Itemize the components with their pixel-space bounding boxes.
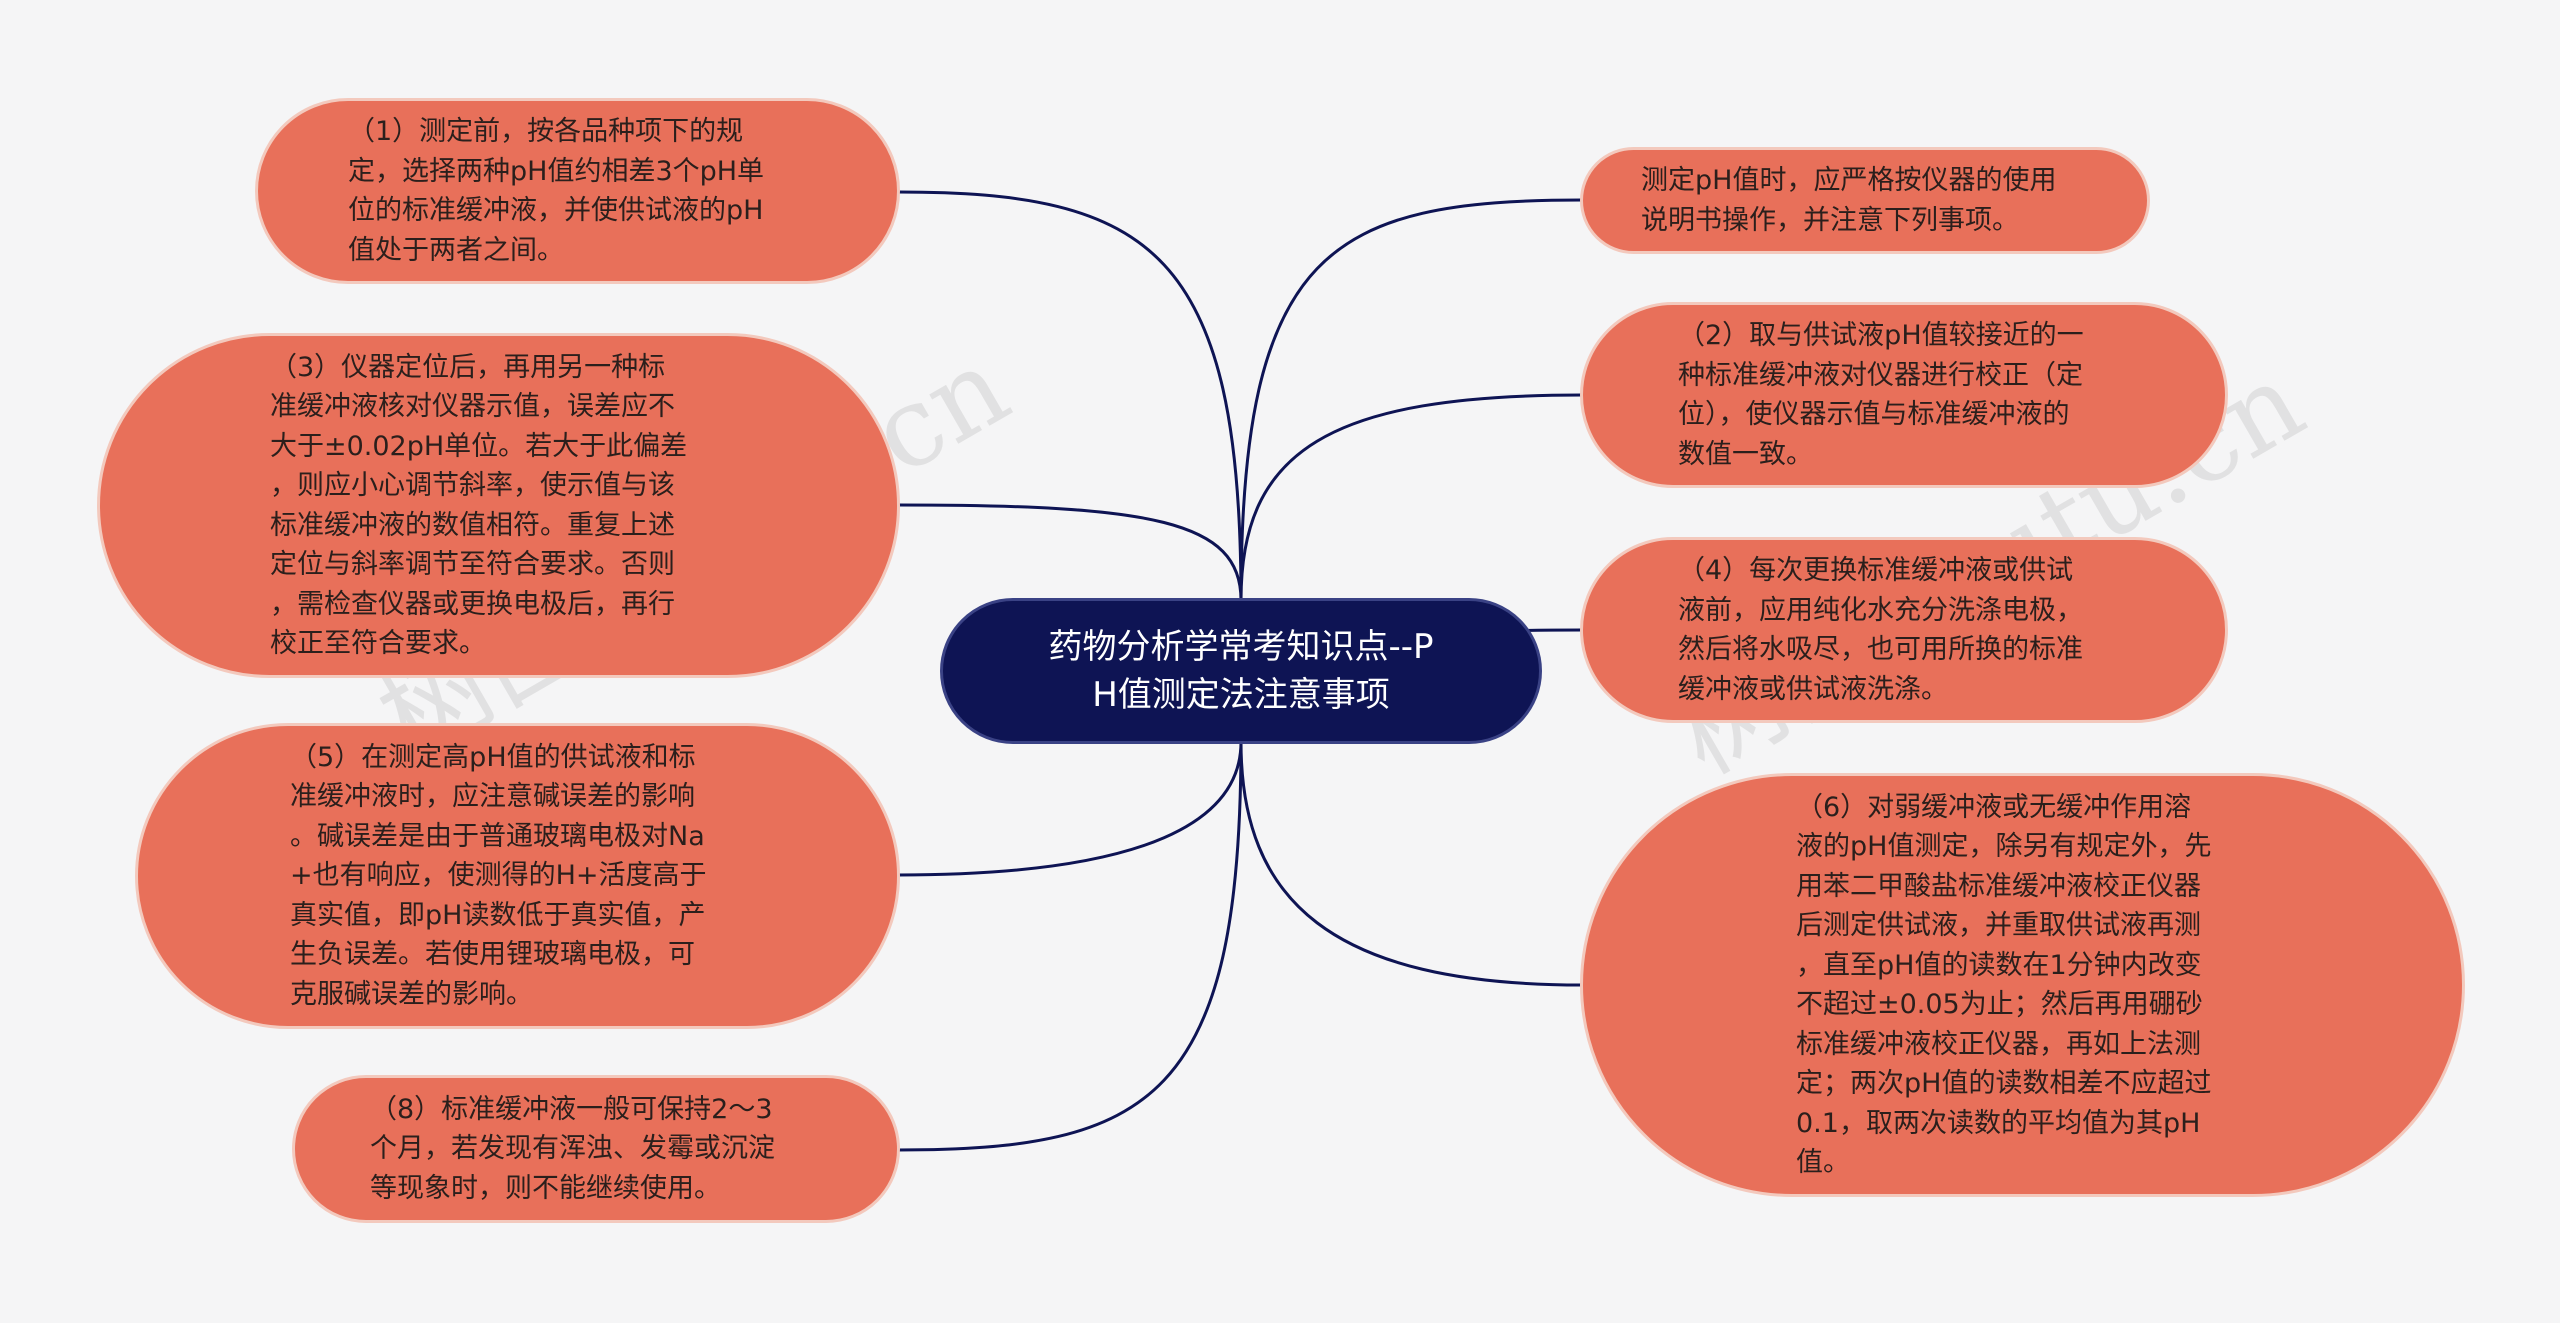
- topic-node-2-text: （2）取与供试液pH值较接近的一 种标准缓冲液对仪器进行校正（定 位），使仪器示…: [1678, 320, 2084, 470]
- link-n2: [1239, 393, 1583, 601]
- topic-node-8-text: （8）标准缓冲液一般可保持2～3 个月，若发现有浑浊、发霉或沉淀 等现象时，则不…: [370, 1093, 775, 1204]
- topic-node-2[interactable]: （2）取与供试液pH值较接近的一 种标准缓冲液对仪器进行校正（定 位），使仪器示…: [1580, 302, 2228, 488]
- topic-node-3-text: （3）仪器定位后，再用另一种标 准缓冲液核对仪器示值，误差应不 大于±0.02p…: [270, 351, 688, 660]
- central-topic[interactable]: 药物分析学常考知识点--P H值测定法注意事项: [940, 598, 1542, 744]
- link-n5: [897, 741, 1243, 877]
- topic-node-4-text: （4）每次更换标准缓冲液或供试 液前，应用纯化水充分洗涤电极， 然后将水吸尽，也…: [1678, 555, 2083, 705]
- link-n1: [897, 190, 1243, 601]
- link-n8: [897, 741, 1243, 1152]
- topic-node-1-text: （1）测定前，按各品种项下的规 定，选择两种pH值约相差3个pH单 位的标准缓冲…: [348, 116, 765, 266]
- topic-node-4[interactable]: （4）每次更换标准缓冲液或供试 液前，应用纯化水充分洗涤电极， 然后将水吸尽，也…: [1580, 537, 2228, 723]
- topic-node-3[interactable]: （3）仪器定位后，再用另一种标 准缓冲液核对仪器示值，误差应不 大于±0.02p…: [97, 333, 900, 678]
- topic-node-8[interactable]: （8）标准缓冲液一般可保持2～3 个月，若发现有浑浊、发霉或沉淀 等现象时，则不…: [292, 1075, 900, 1223]
- topic-node-5[interactable]: （5）在测定高pH值的供试液和标 准缓冲液时，应注意碱误差的影响 。碱误差是由于…: [135, 723, 900, 1029]
- link-n6: [1239, 741, 1583, 987]
- central-topic-label: 药物分析学常考知识点--P H值测定法注意事项: [1048, 627, 1434, 715]
- topic-node-6[interactable]: （6）对弱缓冲液或无缓冲作用溶 液的pH值测定，除另有规定外，先 用苯二甲酸盐标…: [1580, 773, 2465, 1197]
- topic-node-0-text: 测定pH值时，应严格按仪器的使用 说明书操作，并注意下列事项。: [1641, 165, 2057, 236]
- topic-node-6-text: （6）对弱缓冲液或无缓冲作用溶 液的pH值测定，除另有规定外，先 用苯二甲酸盐标…: [1796, 791, 2212, 1179]
- link-n0: [1239, 198, 1583, 601]
- topic-node-1[interactable]: （1）测定前，按各品种项下的规 定，选择两种pH值约相差3个pH单 位的标准缓冲…: [255, 98, 900, 284]
- link-n3: [897, 503, 1243, 601]
- topic-node-5-text: （5）在测定高pH值的供试液和标 准缓冲液时，应注意碱误差的影响 。碱误差是由于…: [290, 741, 707, 1010]
- topic-node-0[interactable]: 测定pH值时，应严格按仪器的使用 说明书操作，并注意下列事项。: [1580, 147, 2150, 254]
